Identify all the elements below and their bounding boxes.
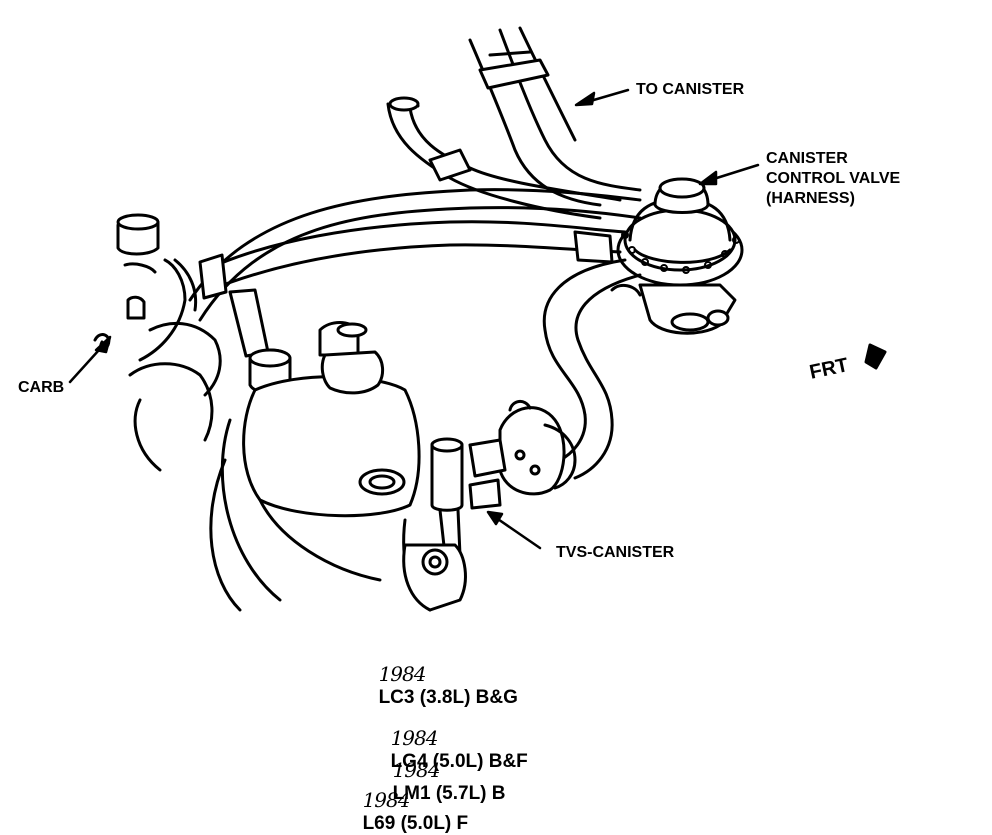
application-line: 1984 LM1 (5.7L) B [382, 736, 506, 805]
application-engine: LG4 (5.0L) B&F [390, 751, 528, 772]
application-year: 1984 [362, 788, 411, 812]
label-canister-control-valve-line1: CANISTER [766, 150, 848, 167]
application-year: 1984 [378, 662, 427, 686]
intake-manifold [211, 323, 430, 611]
canister-control-valve [612, 179, 742, 333]
application-year: 1984 [392, 758, 441, 782]
front-direction-arrow [866, 345, 885, 368]
label-carb: CARB [18, 379, 65, 396]
canister-hoses [388, 28, 640, 218]
tvs-canister-switch [404, 401, 575, 610]
label-tvs-canister: TVS-CANISTER [556, 544, 675, 561]
application-year: 1984 [390, 726, 439, 750]
application-engine: L69 (5.0L) F [362, 813, 469, 834]
label-canister-control-valve-line2: CONTROL VALVE [766, 170, 901, 187]
vacuum-hoses [190, 190, 640, 478]
application-line: 1984 LG4 (5.0L) B&F [380, 704, 528, 773]
label-to-canister: TO CANISTER [636, 81, 745, 98]
application-engine: LM1 (5.7L) B [392, 783, 506, 804]
application-line: 1984 L69 (5.0L) F [352, 766, 469, 835]
application-engine: LC3 (3.8L) B&G [378, 687, 518, 708]
application-line: 1984 LC3 (3.8L) B&G [368, 640, 518, 709]
leader-arrows [70, 90, 758, 548]
label-canister-control-valve-line3: (HARNESS) [766, 190, 855, 207]
carburetor-assembly [95, 215, 290, 470]
canister-hose-routing-diagram [0, 0, 992, 800]
